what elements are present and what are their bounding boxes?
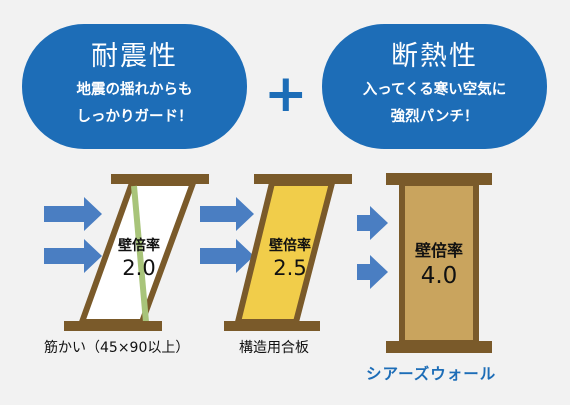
seismic-resistance-badge: 耐震性 地震の揺れからも しっかりガード！ xyxy=(22,24,247,149)
brace-caption: 筋かい（45×90以上） xyxy=(44,340,190,356)
seismic-line-1: 地震の揺れからも xyxy=(76,82,193,98)
shear-wall-caption: シアーズウォール xyxy=(366,365,497,383)
force-arrow-icon xyxy=(44,197,102,231)
brace-wall xyxy=(64,174,209,331)
wall-ratio-label: 壁倍率 xyxy=(415,241,463,260)
plywood-wall xyxy=(224,174,352,331)
insulation-badge: 断熱性 入ってくる寒い空気に 強烈パンチ！ xyxy=(322,24,547,149)
force-arrow-icon xyxy=(200,197,254,231)
wall-ratio-value: 4.0 xyxy=(421,263,458,289)
plus-icon: + xyxy=(264,64,308,124)
wall-ratio-label: 壁倍率 xyxy=(269,237,311,254)
wall-ratio-value: 2.0 xyxy=(122,256,155,280)
force-arrow-icon xyxy=(357,255,388,289)
force-arrow-icon xyxy=(44,239,102,273)
seismic-line-2: しっかりガード！ xyxy=(76,109,193,125)
force-arrow-icon xyxy=(200,239,254,273)
insulation-title: 断熱性 xyxy=(391,41,478,72)
shear-wall xyxy=(386,173,492,353)
plywood-caption: 構造用合板 xyxy=(239,340,309,356)
force-arrow-icon xyxy=(357,206,388,240)
insulation-line-1: 入ってくる寒い空気に xyxy=(362,82,507,98)
seismic-title: 耐震性 xyxy=(91,41,178,72)
insulation-line-2: 強烈パンチ！ xyxy=(390,109,479,125)
wall-ratio-value: 2.5 xyxy=(273,256,306,280)
wall-ratio-label: 壁倍率 xyxy=(118,237,160,254)
